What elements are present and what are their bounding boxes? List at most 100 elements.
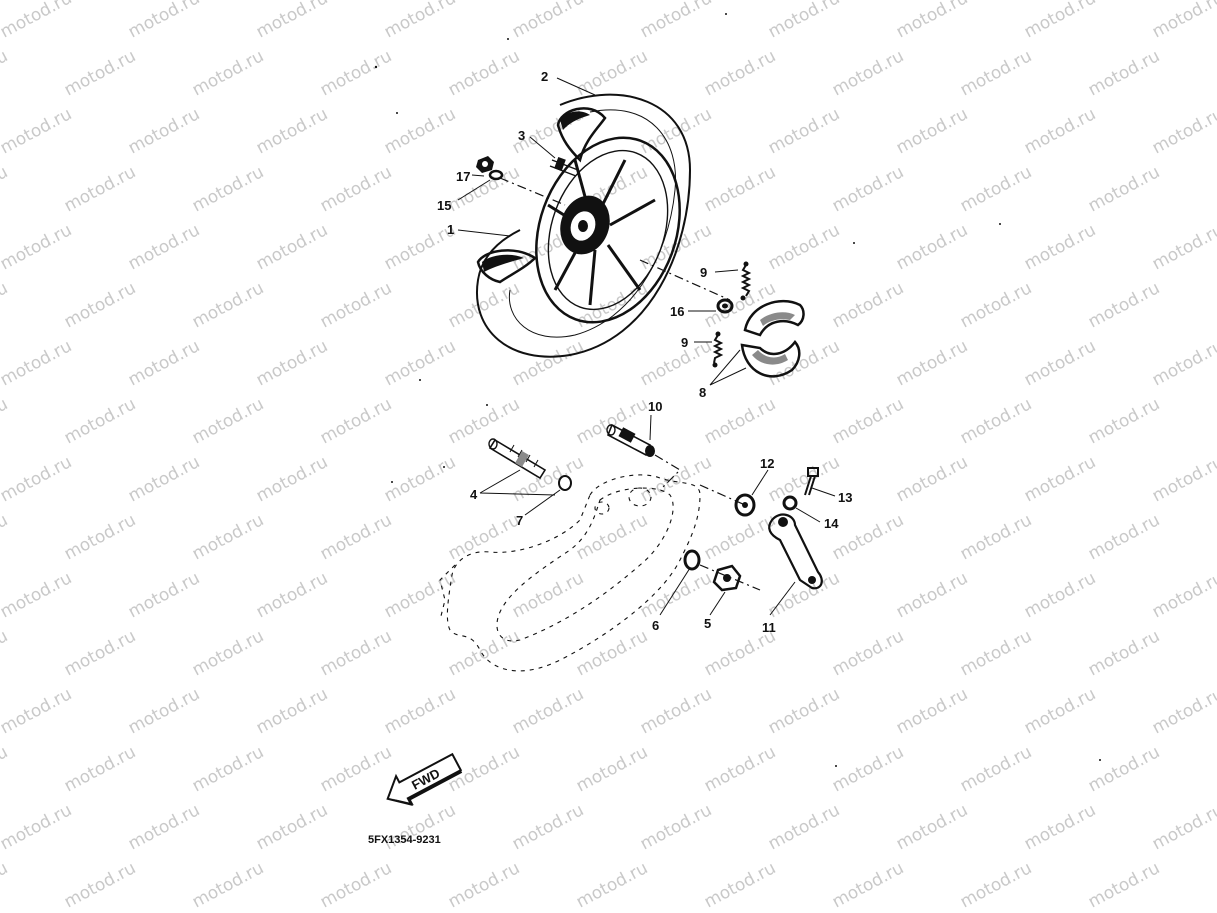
watermark-text: motod.ru: [829, 278, 907, 332]
callout-14: 14: [824, 516, 839, 531]
watermark-text: motod.ru: [253, 568, 331, 622]
watermark-text: motod.ru: [957, 626, 1035, 680]
watermark-text: motod.ru: [189, 46, 267, 100]
watermark-text: motod.ru: [125, 104, 203, 158]
watermark-text: motod.ru: [1149, 104, 1217, 158]
watermark-text: motod.ru: [957, 162, 1035, 216]
watermark-text: motod.ru: [317, 46, 395, 100]
watermark-text: motod.ru: [381, 452, 459, 506]
watermark-text: motod.ru: [0, 394, 11, 448]
callout-6: 6: [652, 618, 659, 633]
watermark-text: motod.ru: [381, 336, 459, 390]
fwd-arrow: FWD: [386, 752, 463, 806]
watermark-text: motod.ru: [1021, 220, 1099, 274]
watermark-text: motod.ru: [125, 684, 203, 738]
oil-seal-16: [716, 298, 734, 314]
watermark-text: motod.ru: [61, 394, 139, 448]
spring-9-upper: [740, 261, 752, 301]
watermark-text: motod.ru: [509, 684, 587, 738]
watermark-text: motod.ru: [1213, 162, 1217, 216]
watermark-text: motod.ru: [957, 742, 1035, 796]
wheel-assembly: [475, 93, 692, 358]
watermark-text: motod.ru: [1085, 162, 1163, 216]
watermark-text: motod.ru: [1213, 394, 1217, 448]
watermark-text: motod.ru: [1149, 0, 1217, 42]
watermark-text: motod.ru: [1085, 626, 1163, 680]
watermark-text: motod.ru: [1085, 858, 1163, 912]
watermark-text: motod.ru: [893, 220, 971, 274]
watermark-text: motod.ru: [317, 858, 395, 912]
valve: [549, 156, 579, 177]
watermark-text: motod.ru: [1021, 336, 1099, 390]
watermark-text: motod.ru: [125, 568, 203, 622]
watermark-text: motod.ru: [829, 162, 907, 216]
brake-camshaft-10: [606, 423, 655, 457]
watermark-text: motod.ru: [701, 46, 779, 100]
callout-2: 2: [541, 69, 548, 84]
watermark-text: motod.ru: [0, 336, 75, 390]
watermark-text: motod.ru: [1085, 510, 1163, 564]
leader-lines: [457, 77, 836, 616]
nut-14: [782, 495, 798, 511]
ring-7: [558, 475, 572, 491]
watermark-text: motod.ru: [957, 394, 1035, 448]
watermark-text: motod.ru: [61, 626, 139, 680]
watermark-text: motod.ru: [0, 278, 11, 332]
callout-7: 7: [516, 513, 523, 528]
watermark-text: motod.ru: [1021, 452, 1099, 506]
watermark-text: motod.ru: [701, 510, 779, 564]
seal-6: [683, 549, 701, 571]
watermark-text: motod.ru: [0, 104, 75, 158]
axis-line-lower: [699, 564, 761, 591]
watermark-text: motod.ru: [61, 742, 139, 796]
watermark-text: motod.ru: [1213, 626, 1217, 680]
callout-16: 16: [670, 304, 684, 319]
watermark-text: motod.ru: [701, 162, 779, 216]
watermark-text: motod.ru: [381, 568, 459, 622]
watermark-text: motod.ru: [253, 220, 331, 274]
watermark-text: motod.ru: [317, 394, 395, 448]
watermark-text: motod.ru: [893, 568, 971, 622]
watermark-text: motod.ru: [829, 46, 907, 100]
watermark-text: motod.ru: [637, 336, 715, 390]
callout-3: 3: [518, 128, 525, 143]
tire-shadow: [560, 111, 590, 130]
watermark-text: motod.ru: [957, 510, 1035, 564]
watermark-text: motod.ru: [0, 684, 75, 738]
watermark-text: motod.ru: [253, 800, 331, 854]
watermark-text: motod.ru: [573, 858, 651, 912]
watermark-text: motod.ru: [573, 46, 651, 100]
watermark-text: motod.ru: [765, 800, 843, 854]
watermark-text: motod.ru: [253, 0, 331, 42]
watermark-text: motod.ru: [317, 162, 395, 216]
callout-15: 15: [437, 198, 451, 213]
watermark-text: motod.ru: [189, 162, 267, 216]
watermark-text: motod.ru: [509, 0, 587, 42]
watermark-text: motod.ru: [1021, 104, 1099, 158]
watermark-text: motod.ru: [765, 104, 843, 158]
watermark-text: motod.ru: [189, 394, 267, 448]
tire-shadow-2: [482, 254, 524, 272]
watermark-text: motod.ru: [1021, 0, 1099, 42]
tire: [475, 93, 692, 358]
watermark-text: motod.ru: [893, 104, 971, 158]
callout-4: 4: [470, 487, 478, 502]
watermark-text: motod.ru: [637, 452, 715, 506]
watermark-text: motod.ru: [253, 684, 331, 738]
watermark-text: motod.ru: [125, 800, 203, 854]
watermark-text: motod.ru: [829, 858, 907, 912]
rim-outer: [535, 136, 681, 324]
watermark-text: motod.ru: [445, 510, 523, 564]
watermark-text: motod.ru: [317, 742, 395, 796]
watermark-text: motod.ru: [61, 510, 139, 564]
watermark-text: motod.ru: [0, 510, 11, 564]
watermark-text: motod.ru: [637, 104, 715, 158]
watermark-text: motod.ru: [637, 800, 715, 854]
watermark-text: motod.ru: [253, 336, 331, 390]
watermark-text: motod.ru: [1213, 46, 1217, 100]
watermark-text: motod.ru: [1149, 684, 1217, 738]
watermark-text: motod.ru: [637, 0, 715, 42]
watermark-text: motod.ru: [0, 800, 75, 854]
